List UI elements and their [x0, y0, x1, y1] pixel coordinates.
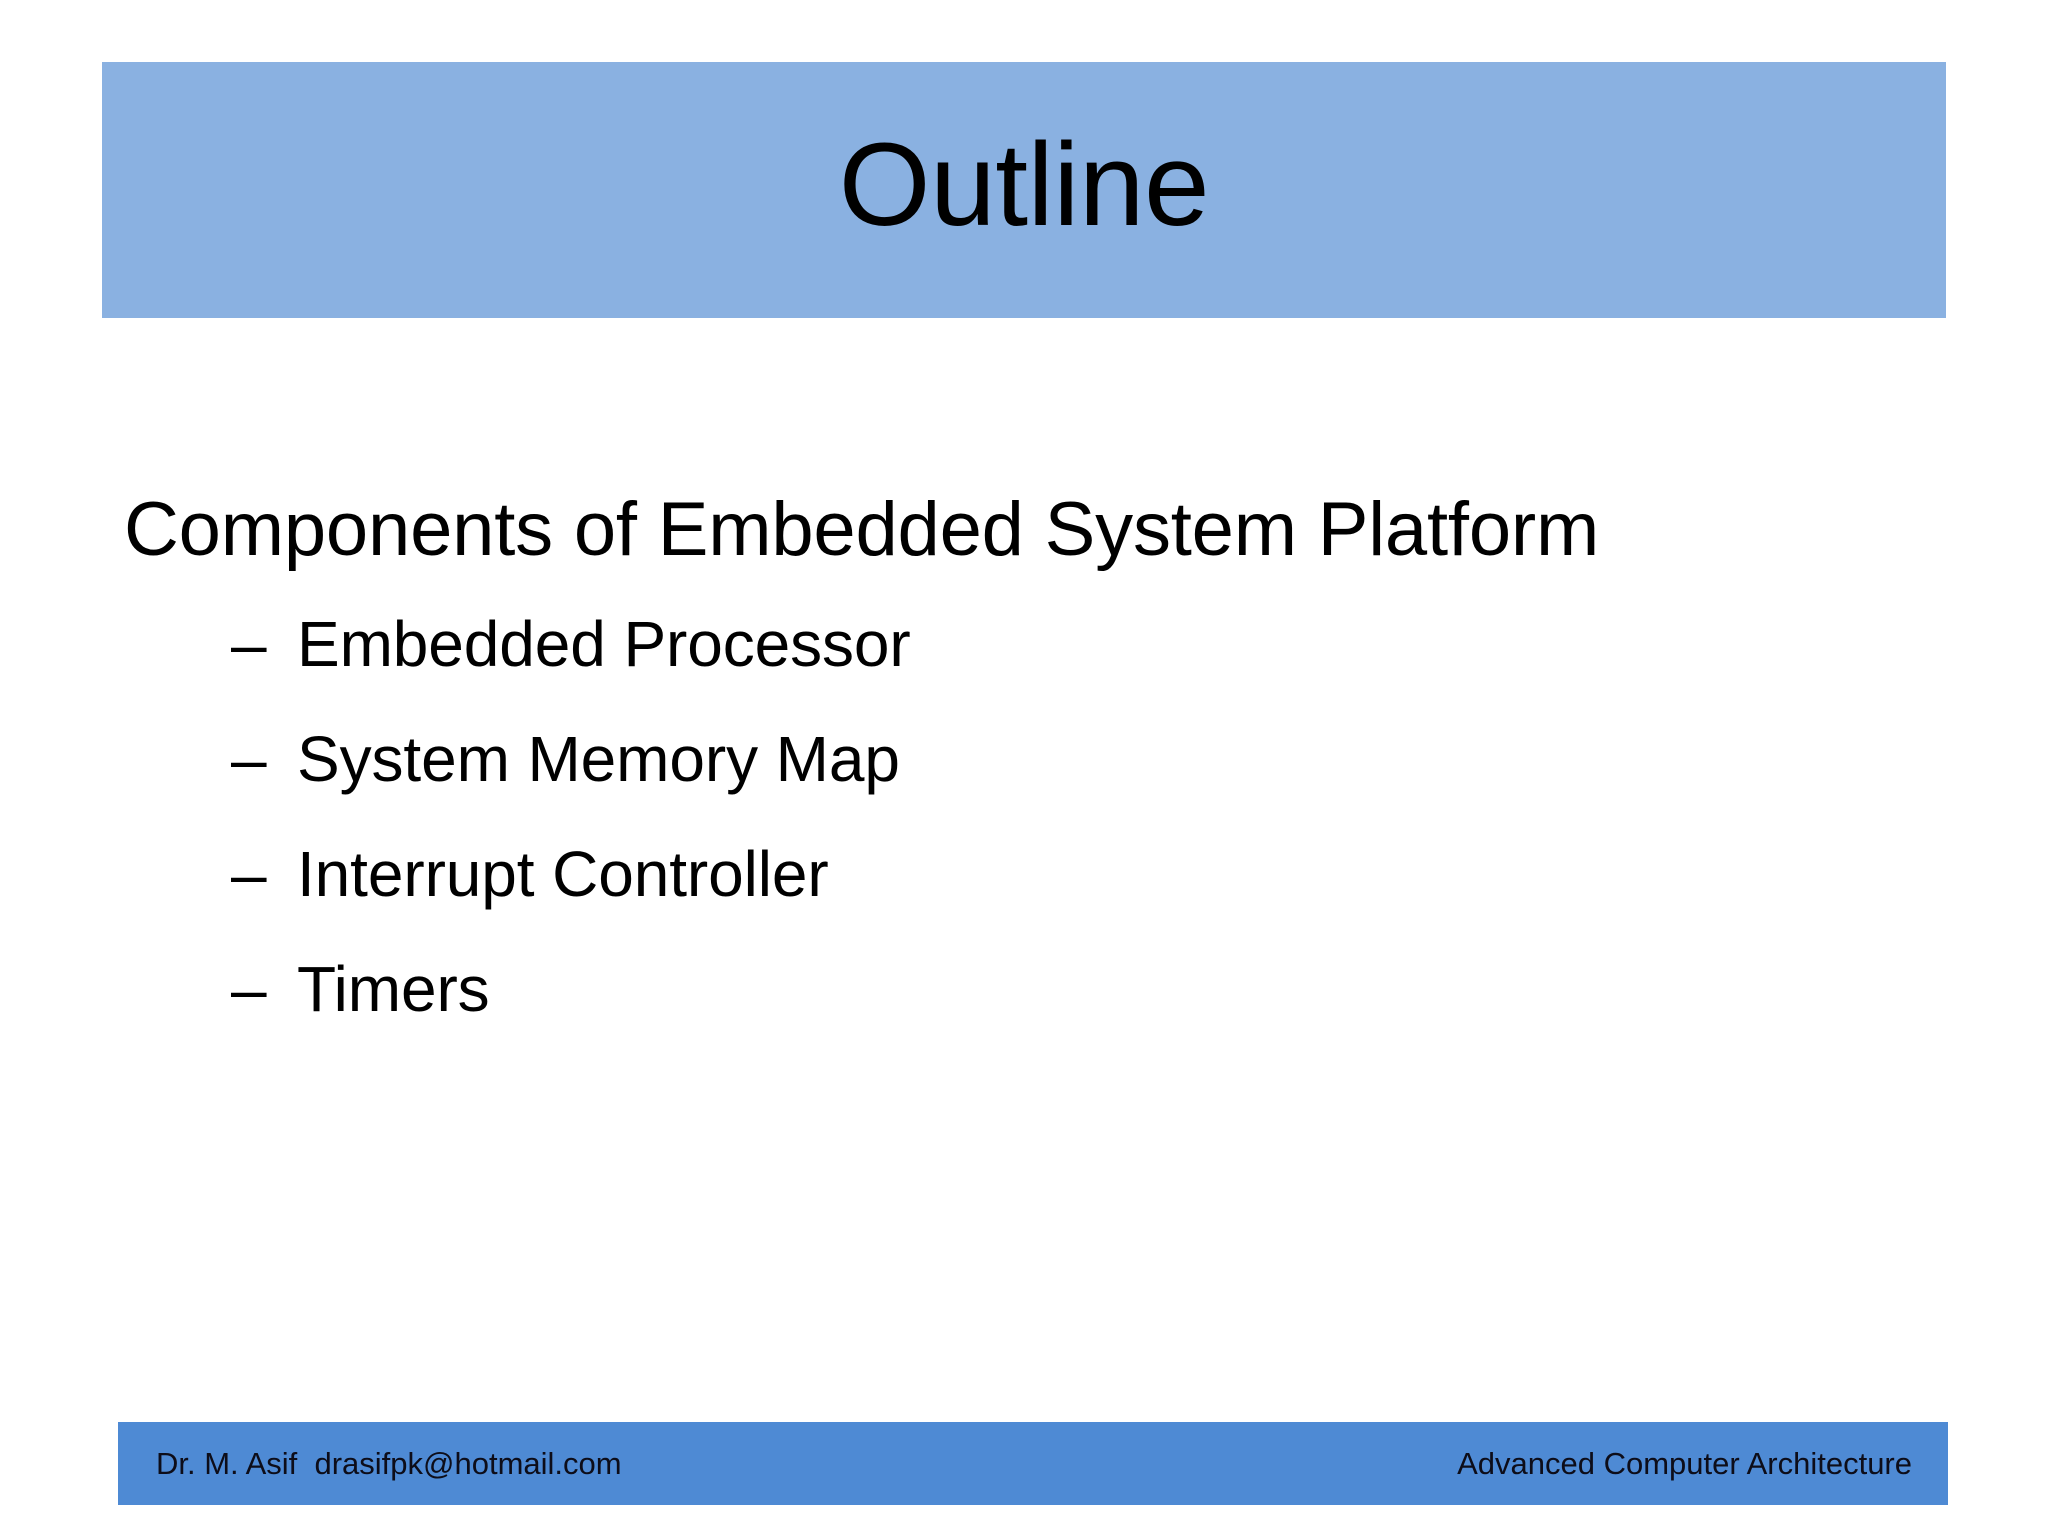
list-item-label: Embedded Processor	[297, 608, 911, 680]
bullet-list: – Embedded Processor – System Memory Map…	[124, 612, 1948, 1021]
list-item-label: Timers	[297, 953, 490, 1025]
slide-body: Components of Embedded System Platform –…	[124, 492, 1948, 1372]
body-heading: Components of Embedded System Platform	[124, 487, 1600, 572]
page-title: Outline	[838, 119, 1210, 252]
footer-bar: Dr. M. Asif drasifpk@hotmail.com Advance…	[118, 1422, 1948, 1505]
footer-author-contact: Dr. M. Asif drasifpk@hotmail.com	[156, 1446, 622, 1481]
dash-bullet-icon: –	[231, 838, 267, 910]
dash-bullet-icon: –	[231, 723, 267, 795]
dash-bullet-icon: –	[231, 608, 267, 680]
dash-bullet-icon: –	[231, 953, 267, 1025]
list-item: – Interrupt Controller	[231, 842, 1948, 906]
footer-course-title: Advanced Computer Architecture	[1457, 1446, 1912, 1481]
list-item-label: System Memory Map	[297, 723, 900, 795]
list-item-label: Interrupt Controller	[297, 838, 829, 910]
list-item: – Timers	[231, 957, 1948, 1021]
list-item: – System Memory Map	[231, 727, 1948, 791]
title-banner: Outline	[102, 62, 1946, 318]
list-item: – Embedded Processor	[231, 612, 1948, 676]
